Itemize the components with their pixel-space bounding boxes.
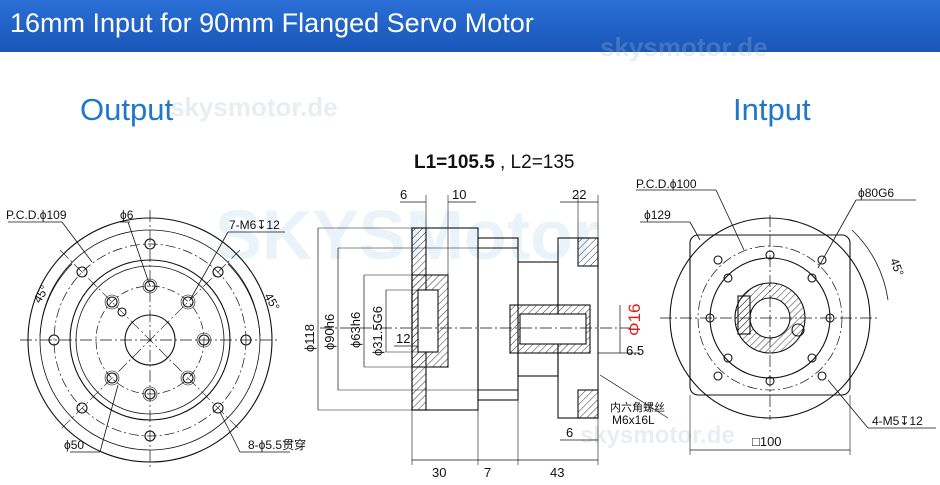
note-screw-size: M6x16L [612,413,655,427]
length-l1: L1=105.5 [414,152,495,173]
dim-dia-90: ϕ90h6 [322,314,337,350]
dim-7: 7 [484,465,491,480]
dim-12: 12 [396,331,410,346]
dim-6-top: 6 [400,187,407,202]
dim-dia-118: ϕ118 [302,324,317,352]
input-pcd-label: P.C.D.ϕ100 [636,177,697,191]
dim-dia-16: Φ16 [625,304,644,336]
dim-10: 10 [452,187,466,202]
output-pin-label: ϕ6 [120,208,134,222]
side-section-view [317,195,669,465]
output-through-hole [48,334,60,346]
page-title: 16mm Input for 90mm Flanged Servo Motor [10,8,534,38]
output-pin-hole [117,307,127,317]
length-l2: , L2=135 [500,152,575,173]
output-through-hole [144,238,156,250]
input-angle-label: 45° [887,256,906,278]
output-through-hole [76,266,88,278]
dim-6-5: 6.5 [626,343,644,358]
input-mount-hole [817,371,827,381]
output-threaded-hole [106,296,118,308]
output-label: Output [80,92,174,127]
input-mount-hole [713,371,723,381]
dim-dia-31: ϕ31.5G6 [370,306,385,356]
dim-22: 22 [572,187,586,202]
note-screw-cn: 内六角螺丝 [610,400,665,414]
output-holes-label: 8-ϕ5.5贯穿 [248,437,306,452]
input-square-label: □100 [752,434,782,449]
output-flange-view [8,210,290,470]
output-through-hole [76,402,88,414]
dim-30: 30 [432,465,446,480]
title-banner: 16mm Input for 90mm Flanged Servo Motor [0,0,940,52]
dim-6-bottom: 6 [566,425,573,440]
output-threaded-hole [182,372,194,384]
input-spigot-label: ϕ80G6 [858,186,894,200]
input-label: Intput [733,92,811,127]
input-mount-hole [817,255,827,265]
output-threaded-hole [144,280,156,292]
output-phi50-label: ϕ50 [64,438,84,452]
input-outer-label: ϕ129 [644,208,671,222]
output-through-hole [144,430,156,442]
output-through-hole [212,266,224,278]
input-mount-hole [713,255,723,265]
output-threaded-hole [106,372,118,384]
output-pcd-label: P.C.D.ϕ109 [6,208,67,222]
output-through-hole [240,334,252,346]
output-angle-right: 45° [261,291,282,314]
output-through-hole [212,402,224,414]
output-threaded-hole [198,334,210,346]
output-threaded-hole [144,388,156,400]
dim-43: 43 [550,465,564,480]
input-flange-view [636,189,936,455]
dim-dia-63: ϕ63h6 [348,312,363,348]
output-thread-label: 7-M6↧12 [229,218,280,232]
input-thread-label: 4-M5↧12 [872,414,923,428]
output-threaded-hole [182,296,194,308]
